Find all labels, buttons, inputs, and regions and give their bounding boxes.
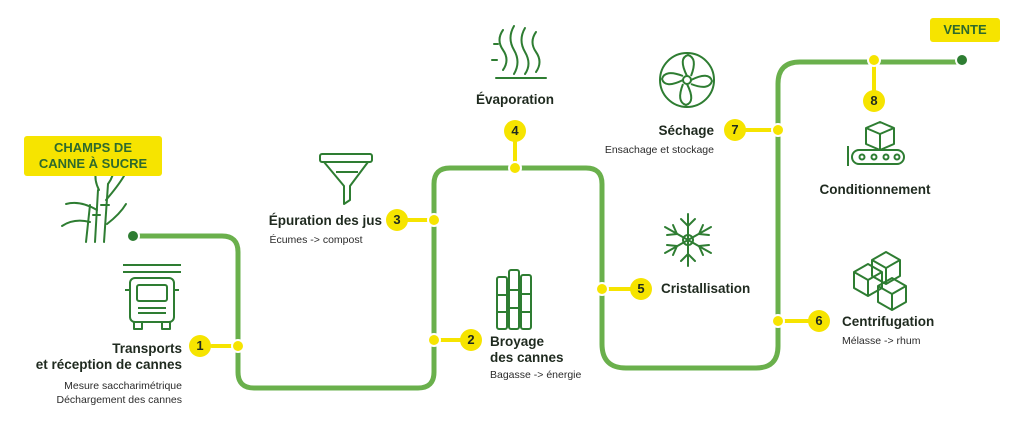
funnel-icon (319, 153, 373, 205)
step-3-label: Épuration des jus Écumes -> compost (230, 213, 382, 247)
step-3-badge: 3 (386, 209, 408, 231)
step-7-title-line1: Séchage (658, 123, 714, 138)
step-5-badge: 5 (630, 278, 652, 300)
step-8-title-line1: Conditionnement (819, 182, 931, 197)
step-8-label: Conditionnement (800, 182, 950, 198)
step-8-badge: 8 (863, 90, 885, 112)
step-4-label: Évaporation (455, 92, 575, 108)
cane-stalks-icon (496, 269, 532, 330)
start-label-line1: CHAMPS DE (53, 140, 132, 155)
step-2-label: Broyage des cannes Bagasse -> énergie (490, 334, 640, 382)
fan-icon (659, 52, 715, 108)
step-6-title-line1: Centrifugation (842, 314, 935, 329)
step-5-label: Cristallisation (661, 281, 781, 297)
step-1-title-line2: et réception de cannes (35, 357, 182, 372)
start-label-line2: CANNE À SUCRE (38, 156, 148, 171)
end-label: VENTE (930, 18, 1000, 42)
conveyor-box-icon (847, 121, 905, 166)
step-2-title-line1: Broyage (490, 334, 545, 349)
step-4-title-line1: Évaporation (475, 92, 554, 107)
crystal-icon (664, 213, 712, 267)
step-1-label: Transports et réception de cannes Mesure… (10, 341, 182, 407)
step-6-sub-line1: Mélasse -> rhum (842, 335, 921, 347)
step-1-badge: 1 (189, 335, 211, 357)
step-3-sub-line1: Écumes -> compost (269, 234, 363, 246)
end-label-text: VENTE (943, 22, 987, 37)
truck-icon (123, 264, 181, 330)
step-1-sub-line1: Mesure saccharimétrique (64, 380, 182, 392)
step-1-sub-line2: Déchargement des cannes (56, 394, 183, 406)
sugarcane-plant-icon (61, 165, 127, 243)
end-node (955, 53, 969, 67)
step-1-title-line1: Transports (112, 341, 182, 356)
step-5-title-line1: Cristallisation (661, 281, 751, 296)
step-7-label: Séchage Ensachage et stockage (582, 123, 714, 157)
start-label: CHAMPS DE CANNE À SUCRE (24, 136, 162, 176)
step-6-label: Centrifugation Mélasse -> rhum (842, 314, 982, 348)
path-junctions (231, 53, 881, 353)
step-2-sub-line1: Bagasse -> énergie (490, 369, 582, 381)
step-6-badge: 6 (808, 310, 830, 332)
step-7-sub-line1: Ensachage et stockage (604, 144, 714, 156)
step-2-badge: 2 (460, 329, 482, 351)
sugar-cubes-icon (853, 251, 907, 311)
step-4-badge: 4 (504, 120, 526, 142)
steam-icon (491, 25, 547, 79)
start-node (126, 229, 140, 243)
step-7-badge: 7 (724, 119, 746, 141)
step-3-title-line1: Épuration des jus (268, 213, 382, 228)
step-2-title-line2: des cannes (490, 350, 564, 365)
